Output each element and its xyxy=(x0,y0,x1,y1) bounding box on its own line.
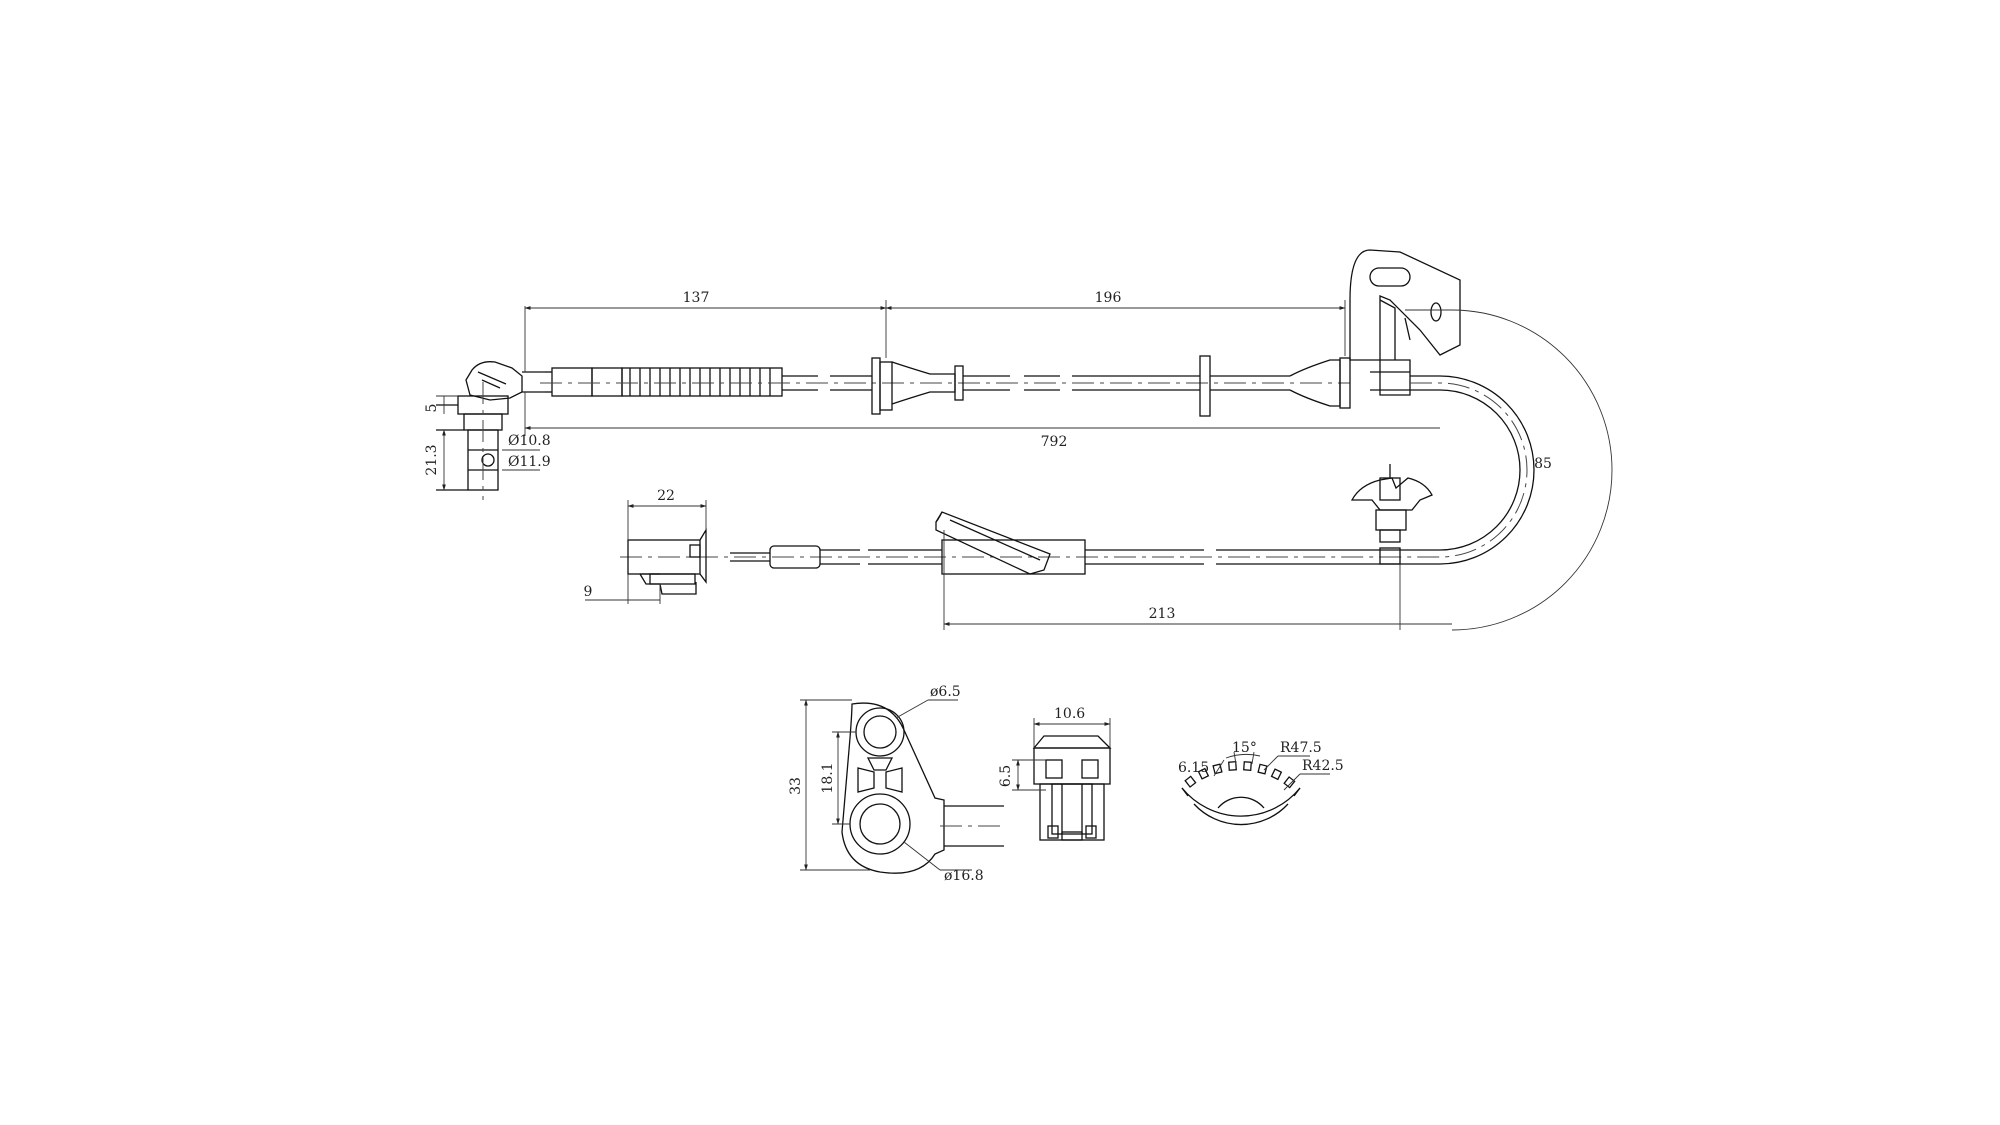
dim-label-10-6: 10.6 xyxy=(1054,706,1085,722)
dim-label-196: 196 xyxy=(1095,290,1122,306)
dimension-33: 33 xyxy=(788,699,870,871)
dimension-792: 792 xyxy=(524,392,1440,450)
sensor-head xyxy=(436,361,523,500)
dimension-d10-8: Ø10.8 xyxy=(502,433,551,451)
dimension-196: 196 xyxy=(885,290,1346,356)
dim-label-792: 792 xyxy=(1041,434,1068,450)
dimension-d6-5: ø6.5 xyxy=(895,684,961,719)
ring-teeth xyxy=(1184,761,1296,789)
dim-label-6-15: 6.15 xyxy=(1178,760,1209,776)
dimension-18-1: 18.1 xyxy=(820,731,856,825)
mounting-bracket xyxy=(1349,249,1461,396)
lower-grommet xyxy=(935,511,1086,575)
dimension-213: 213 xyxy=(943,530,1452,630)
dim-label-15deg: 15° xyxy=(1232,740,1257,756)
dimension-22: 22 xyxy=(627,488,707,540)
dim-label-6-5: 6.5 xyxy=(998,765,1014,787)
connector-end-view: 10.6 6.5 xyxy=(998,706,1112,841)
dimension-6-5: 6.5 xyxy=(998,759,1046,791)
dim-label-d10-8: Ø10.8 xyxy=(508,433,551,449)
dimension-21-3: 21.3 xyxy=(424,429,446,491)
dimension-5: 5 xyxy=(424,395,458,414)
dim-label-85: 85 xyxy=(1534,456,1552,472)
cable-connector xyxy=(627,527,707,595)
dim-label-137: 137 xyxy=(683,290,710,306)
cable-clip xyxy=(1350,464,1433,565)
dim-label-r47-5: R47.5 xyxy=(1280,740,1322,756)
dimension-15deg: 15° xyxy=(1225,740,1261,765)
dim-label-33: 33 xyxy=(788,777,804,795)
cable-u-bend xyxy=(1300,375,1535,565)
dimension-r47-5: R47.5 xyxy=(1263,740,1322,771)
dimension-r42-5: R42.5 xyxy=(1283,758,1344,791)
dimension-9: 9 xyxy=(584,574,661,604)
dim-label-5: 5 xyxy=(424,404,440,413)
grommet-1 xyxy=(871,357,1200,415)
dimension-d16-8: ø16.8 xyxy=(903,841,984,884)
dim-label-r42-5: R42.5 xyxy=(1302,758,1344,774)
main-cable-view: 137 196 792 85 5 21.3 Ø10.8 xyxy=(424,249,1613,631)
tone-ring-view: 6.15 15° R47.5 R42.5 xyxy=(1178,740,1344,826)
dim-label-21-3: 21.3 xyxy=(424,444,440,475)
dim-label-d11-9: Ø11.9 xyxy=(508,454,551,470)
bracket-detail-view: ø6.5 33 18.1 ø16.8 xyxy=(788,684,1004,884)
dim-label-9: 9 xyxy=(584,584,593,600)
grommet-2 xyxy=(1199,355,1351,417)
dimension-d11-9: Ø11.9 xyxy=(502,454,551,471)
dimension-137: 137 xyxy=(524,290,887,372)
dim-label-213: 213 xyxy=(1149,606,1176,622)
dim-label-d16-8: ø16.8 xyxy=(944,868,984,884)
dimension-6-15: 6.15 xyxy=(1178,759,1225,777)
dim-label-18-1: 18.1 xyxy=(820,762,836,793)
dim-label-d6-5: ø6.5 xyxy=(930,684,961,700)
dimension-10-6: 10.6 xyxy=(1033,706,1111,748)
dim-label-22: 22 xyxy=(657,488,675,504)
corrugated-sleeve xyxy=(551,367,783,397)
